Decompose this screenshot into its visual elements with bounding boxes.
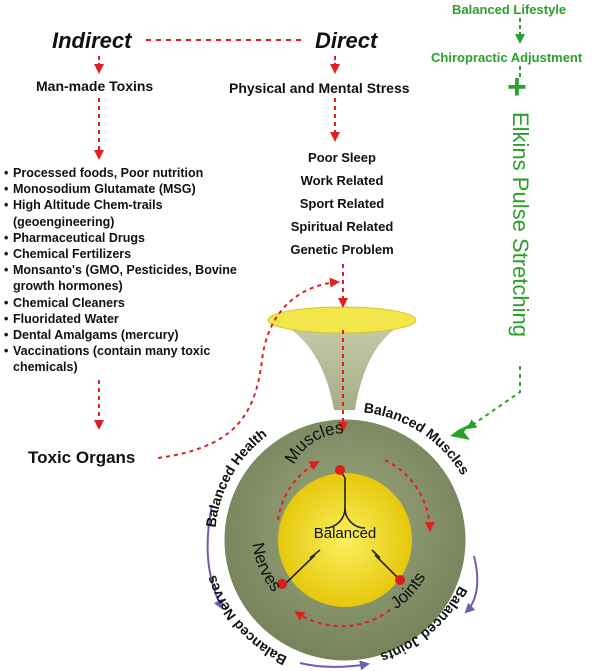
plus-sign: +: [507, 68, 527, 106]
stress-item: Work Related: [300, 173, 384, 188]
toxin-item: Chemical Fertilizers: [4, 246, 254, 262]
cycle-joints-to-nerves: [294, 609, 391, 628]
toxin-item: Processed foods, Poor nutrition: [4, 165, 254, 181]
stress-list: Poor Sleep Work Related Sport Related Sp…: [262, 146, 422, 261]
toxin-list: Processed foods, Poor nutrition Monosodi…: [4, 165, 254, 376]
arrow-elkins-to-ring: [466, 366, 521, 430]
stress-item: Spiritual Related: [290, 219, 394, 234]
toxin-item: Pharmaceutical Drugs: [4, 230, 254, 246]
toxin-item: Monsanto's (GMO, Pesticides, Bovine grow…: [4, 262, 238, 294]
cycle-muscles-to-joints: [384, 459, 435, 532]
indirect-heading: Indirect: [52, 28, 132, 53]
toxic-organs-label: Toxic Organs: [28, 448, 136, 467]
split-lines: [324, 478, 366, 529]
stress-item: Poor Sleep: [308, 150, 376, 165]
cycle-nerves-to-muscles: [277, 461, 320, 521]
split-legs: [284, 554, 399, 585]
outer-arrow-right: [464, 555, 479, 614]
stress-item: Genetic Problem: [290, 242, 394, 257]
node-muscles: [335, 465, 345, 475]
man-made-toxins-heading: Man-made Toxins: [36, 78, 154, 94]
toxin-item: Monosodium Glutamate (MSG): [4, 181, 254, 197]
center-circle: [278, 473, 412, 607]
node-joints: [395, 575, 405, 585]
chiropractic-adjustment-label: Chiropractic Adjustment: [431, 50, 583, 65]
balanced-label: Balanced: [314, 525, 377, 542]
toxin-item: High Altitude Chem-trails (geoengineerin…: [4, 197, 213, 229]
direct-heading: Direct: [315, 28, 378, 53]
elkins-pulse-stretching-label: Elkins Pulse Stretching: [508, 112, 533, 337]
toxin-item: Vaccinations (contain many toxic chemica…: [4, 343, 228, 375]
toxin-item: Fluoridated Water: [4, 311, 254, 327]
outer-arrow-bottom: [299, 660, 370, 671]
toxin-item: Chemical Cleaners: [4, 295, 254, 311]
toxin-item: Dental Amalgams (mercury): [4, 327, 254, 343]
balanced-lifestyle-label: Balanced Lifestyle: [452, 2, 567, 17]
outer-arrow-left: [206, 504, 223, 610]
stress-item: Sport Related: [299, 196, 385, 211]
funnel-top: [267, 306, 417, 334]
node-nerves: [277, 579, 287, 589]
stress-heading: Physical and Mental Stress: [229, 80, 410, 96]
plane-icon: [450, 424, 470, 440]
